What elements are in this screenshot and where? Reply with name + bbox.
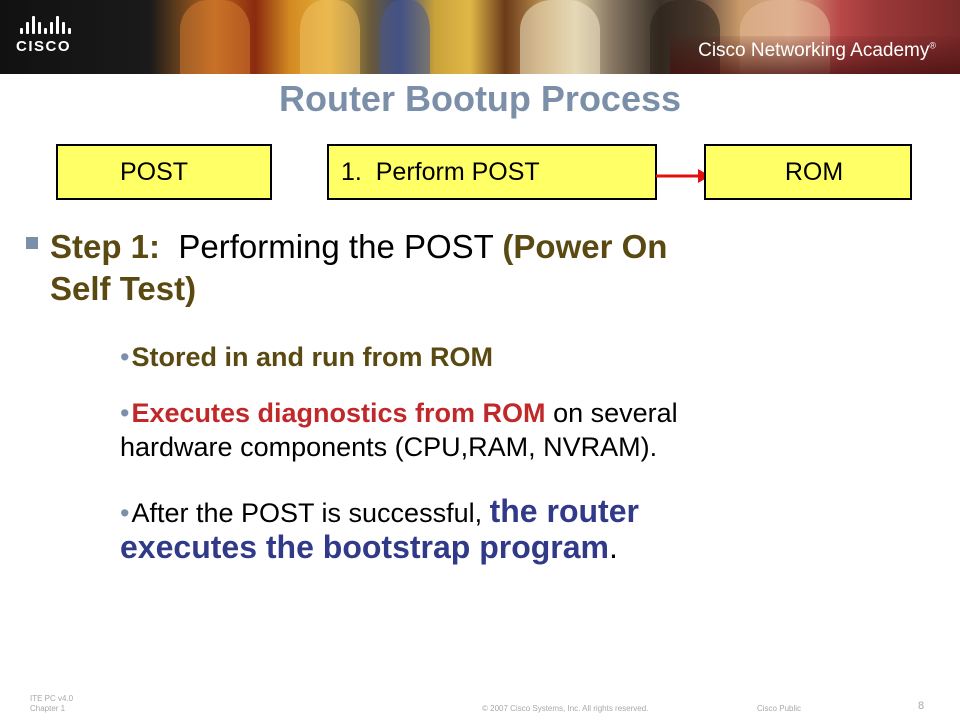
bullet-2-rest-1: on several [545, 398, 678, 428]
banner-photo-4 [520, 0, 600, 74]
banner-photo-1 [180, 0, 250, 74]
bullet-stored-in-rom: •Stored in and run from ROM [120, 340, 920, 374]
footer-course-line-1: ITE PC v4.0 [30, 694, 74, 703]
bullet-3-plain: After the POST is successful, [131, 498, 490, 528]
bullet-executes-diagnostics: •Executes diagnostics from ROM on severa… [120, 396, 920, 464]
footer-course: ITE PC v4.0 Chapter 1 [30, 694, 73, 714]
bullet-3-bold-2: executes the bootstrap program [120, 529, 609, 565]
cisco-bars-icon [20, 14, 96, 34]
page-number: 8 [918, 700, 925, 712]
bullet-dot-icon: • [120, 342, 130, 372]
flow-box-perform-post: 1. Perform POST [327, 144, 657, 200]
academy-title: Cisco Networking Academy® [698, 40, 936, 62]
footer-copyright: © 2007 Cisco Systems, Inc. All rights re… [482, 704, 649, 713]
bullet-after-post: •After the POST is successful, the route… [120, 494, 920, 566]
flow-box-post: POST [56, 144, 272, 200]
registered-mark: ® [929, 40, 936, 51]
bullet-1-text: Stored in and run from ROM [131, 342, 493, 372]
bullet-dot-icon: • [120, 398, 130, 428]
bullet-2-highlight: Executes diagnostics from ROM [131, 398, 546, 428]
banner-shade [670, 36, 960, 74]
cisco-wordmark: CISCO [16, 38, 72, 55]
header-banner: CISCO Cisco Networking Academy® [0, 0, 960, 74]
flow-box-rom: ROM [704, 144, 912, 200]
step-paren-1: (Power On [502, 228, 668, 265]
banner-photo-2 [300, 0, 360, 74]
bullet-3-bold-1: the router [489, 493, 639, 529]
flow-box-perform-label: 1. Perform POST [341, 157, 540, 186]
cisco-logo: CISCO [16, 14, 96, 60]
square-bullet-icon [26, 237, 38, 249]
banner-photo-3 [380, 0, 430, 74]
flow-box-rom-label: ROM [784, 157, 844, 186]
step-paren-2: Self Test) [50, 270, 197, 307]
slide-title: Router Bootup Process [278, 78, 682, 119]
flow-box-post-label: POST [119, 157, 189, 186]
footer-course-line-2: Chapter 1 [30, 704, 66, 713]
bullet-3-end: . [609, 529, 618, 565]
step-label: Step 1: [50, 228, 161, 265]
bullet-dot-icon: • [120, 498, 130, 528]
footer-classification: Cisco Public [757, 704, 802, 713]
academy-text: Cisco Networking Academy [698, 40, 930, 61]
bullet-2-rest-2: hardware components (CPU,RAM, NVRAM). [120, 432, 658, 462]
step-heading: Step 1: Performing the POST (Power On Se… [26, 226, 926, 310]
step-text: Performing the POST [178, 228, 494, 265]
